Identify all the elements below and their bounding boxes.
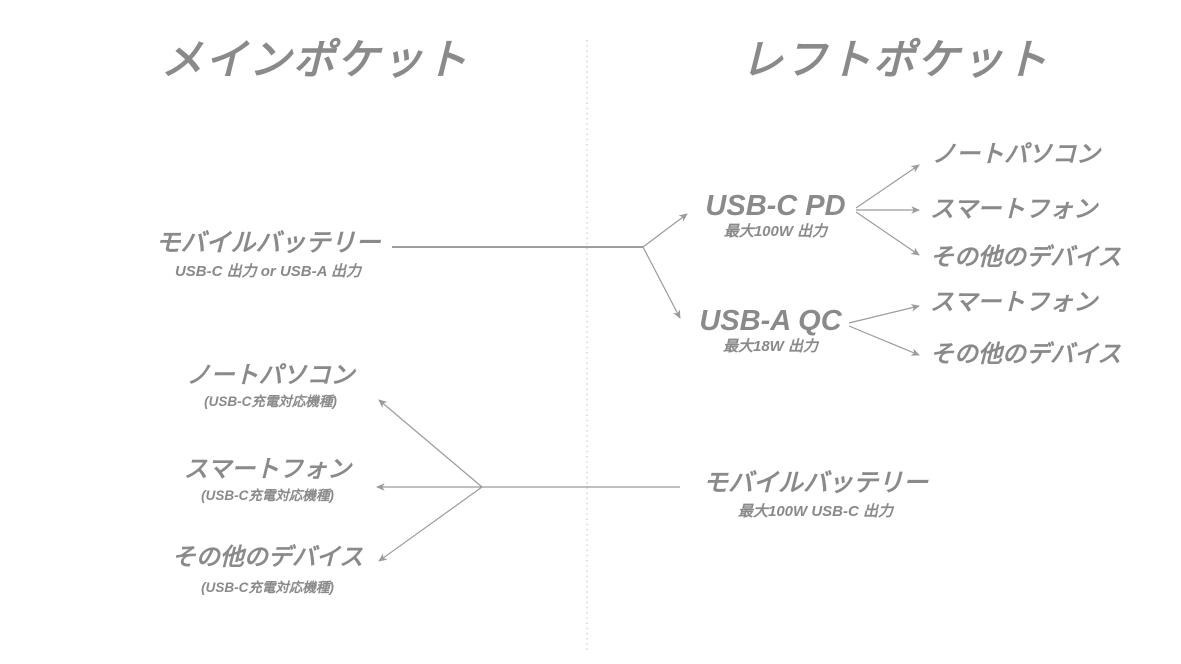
main-device-smartphone-label: スマートフォン [183, 456, 352, 483]
main-pocket-title: メインポケット [160, 36, 469, 83]
main-device-laptop: ノートパソコン (USB-C充電対応機種) [158, 362, 383, 410]
left-battery-label: モバイルバッテリー [702, 469, 928, 497]
left-battery-sublabel: 最大100W USB-C 出力 [737, 502, 894, 520]
usba-qc-node: USB-A QC 最大18W 出力 [683, 306, 858, 356]
arrow-pd-to-other-devices [855, 211, 920, 256]
pd-target-smartphone: スマートフォン [930, 196, 1098, 223]
arrow-to-usba-qc [642, 246, 681, 319]
main-device-laptop-label: ノートパソコン [186, 362, 355, 389]
arrow-to-usbc-pd [642, 213, 688, 248]
main-device-smartphone: スマートフォン (USB-C充電対応機種) [155, 456, 380, 504]
left-battery-node: モバイルバッテリー 最大100W USB-C 出力 [688, 469, 943, 521]
qc-target-smartphone: スマートフォン [930, 289, 1098, 316]
arrow-qc-to-smartphone [848, 304, 920, 324]
main-device-other-label: その他のデバイス [171, 544, 364, 571]
main-battery-node: モバイルバッテリー USB-C 出力 or USB-A 出力 [138, 229, 398, 281]
main-device-laptop-sublabel: (USB-C充電対応機種) [204, 393, 337, 409]
main-battery-sublabel: USB-C 出力 or USB-A 出力 [174, 262, 362, 280]
arrow-to-other-devices-bottom [378, 486, 483, 562]
main-battery-label: モバイルバッテリー [155, 229, 381, 257]
qc-target-other-devices: その他のデバイス [930, 341, 1122, 368]
left-pocket-title: レフトポケット [740, 36, 1049, 83]
arrow-to-laptop-bottom [378, 399, 483, 488]
usba-qc-sublabel: 最大18W 出力 [722, 338, 818, 356]
usba-qc-label: USB-A QC [699, 305, 842, 337]
pd-target-other-devices: その他のデバイス [930, 244, 1122, 271]
main-device-other-sublabel: (USB-C充電対応機種) [201, 579, 334, 595]
usbc-pd-sublabel: 最大100W 出力 [723, 223, 828, 241]
main-device-other: その他のデバイス (USB-C充電対応機種) [150, 544, 385, 596]
arrow-qc-to-other-devices [848, 325, 920, 356]
main-device-smartphone-sublabel: (USB-C充電対応機種) [201, 487, 334, 503]
usbc-pd-label: USB-C PD [705, 190, 846, 222]
pd-target-laptop: ノートパソコン [932, 141, 1100, 168]
arrow-pd-to-laptop [855, 164, 920, 209]
usbc-pd-node: USB-C PD 最大100W 出力 [688, 191, 863, 241]
